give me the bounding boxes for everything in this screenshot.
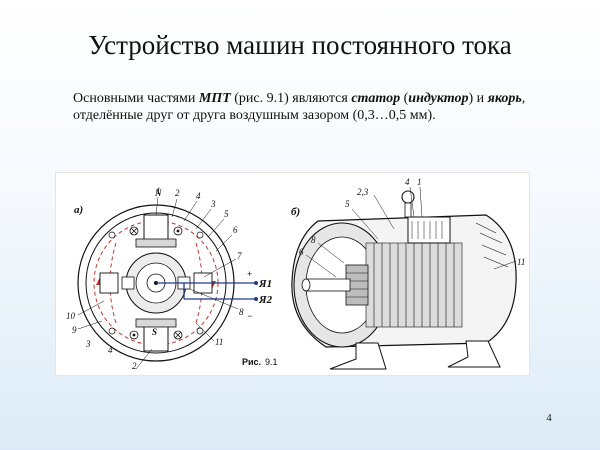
callout-b-2-3: 2,3 <box>357 187 369 197</box>
intro-term-stator: статор <box>351 91 401 106</box>
callout-a-2: 2 <box>175 188 180 198</box>
callout-a-4: 4 <box>196 191 201 201</box>
minus-sign: − <box>247 311 252 321</box>
slide-number: 4 <box>546 412 552 424</box>
callout-b-6: 6 <box>299 247 304 257</box>
plus-sign: + <box>247 269 252 279</box>
callout-a-10: 10 <box>66 311 76 321</box>
intro-paragraph: Основными частями МПТ (рис. 9.1) являютс… <box>73 90 533 124</box>
figure-caption-prefix: Рис. <box>242 357 261 367</box>
pole-north-label: N <box>154 188 162 198</box>
callout-a-11: 11 <box>215 337 223 347</box>
callout-a-7: 7 <box>237 251 242 261</box>
slide-title: Устройство машин постоянного тока <box>88 30 512 60</box>
intro-text-2: (рис. 9.1) являются <box>230 91 352 106</box>
callout-a-5: 5 <box>224 209 229 219</box>
callout-a-3: 3 <box>210 199 216 209</box>
callout-a-4b: 4 <box>108 345 113 355</box>
callout-b-8: 8 <box>311 235 316 245</box>
intro-term-inductor: индуктор <box>408 91 469 106</box>
panel-b-label: б) <box>291 206 300 218</box>
intro-term-armature: якорь <box>487 91 522 106</box>
callout-b-4: 4 <box>405 177 410 187</box>
callout-b-5: 5 <box>345 199 350 209</box>
terminal-ya2-label: Я2 <box>258 294 273 306</box>
intro-text-4: ) и <box>468 91 488 106</box>
figure-caption-number: 9.1 <box>265 357 278 367</box>
panel-a-label: а) <box>74 204 83 216</box>
intro-text-5: , отделённые друг от друга воздушным заз… <box>73 91 526 123</box>
callout-a-8: 8 <box>239 307 244 317</box>
callout-a-2b: 2 <box>132 361 137 371</box>
terminal-ya1-label: Я1 <box>258 278 272 290</box>
callout-a-6: 6 <box>233 225 238 235</box>
cross-section-diagram: а) N S 1 2 4 3 5 6 7 8 10 9 3 4 2 11 + −… <box>66 186 273 371</box>
dc-machine-figure: а) N S 1 2 4 3 5 6 7 8 10 9 3 4 2 11 + −… <box>55 172 530 376</box>
callout-b-1: 1 <box>417 177 422 187</box>
callout-b-11: 11 <box>517 257 525 267</box>
callout-a-9: 9 <box>72 325 77 335</box>
dc-machine-illustration: а) N S 1 2 4 3 5 6 7 8 10 9 3 4 2 11 + −… <box>66 177 525 371</box>
intro-text-1: Основными частями <box>73 91 199 106</box>
pole-south-label: S <box>152 327 157 337</box>
callout-a-1: 1 <box>156 186 161 196</box>
intro-term-mpt: МПТ <box>198 91 231 106</box>
intro-text-3: ( <box>400 91 409 106</box>
callout-a-3b: 3 <box>85 339 91 349</box>
cutaway-machine-drawing: б) 2,3 4 1 5 8 6 11 <box>291 177 525 370</box>
